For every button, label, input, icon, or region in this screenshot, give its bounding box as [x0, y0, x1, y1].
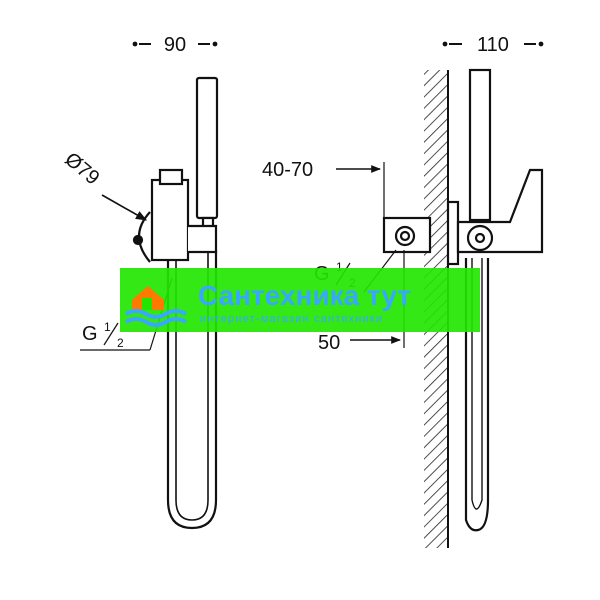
dimension-wall-range: 40-70	[262, 159, 385, 218]
front-hose	[166, 250, 218, 530]
front-valve-body	[150, 178, 190, 262]
dimension-side-width: 110	[442, 34, 544, 56]
side-hand-shower	[468, 68, 492, 222]
diameter-label: Ø79	[60, 148, 103, 189]
offset-label: 50	[318, 332, 340, 354]
side-hose	[464, 258, 490, 532]
front-hand-shower	[195, 76, 219, 220]
dimension-front-width: 90	[132, 34, 218, 56]
watermark-tagline: интернет-магазин сантехники	[200, 313, 383, 325]
front-thread-num: 1	[104, 320, 111, 334]
front-thread-callout: G 1 2	[80, 277, 173, 351]
watermark: Сантехника тут интернет-магазин сантехни…	[120, 268, 480, 332]
front-thread-den: 2	[117, 336, 124, 350]
wall-range-label: 40-70	[262, 159, 313, 181]
watermark-logo-icon	[124, 286, 188, 327]
front-width-label: 90	[164, 34, 186, 56]
watermark-brand: Сантехника тут	[198, 280, 411, 311]
dimension-diameter: Ø79	[60, 148, 147, 221]
front-view	[132, 76, 219, 530]
side-width-label: 110	[477, 34, 509, 56]
svg-text:1: 1	[336, 260, 343, 274]
front-thread-g: G	[82, 323, 98, 345]
